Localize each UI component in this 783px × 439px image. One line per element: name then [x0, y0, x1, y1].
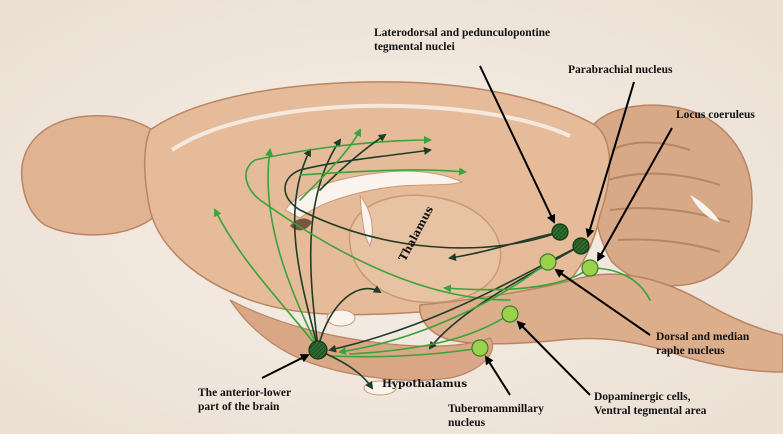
label-anterior-lower-line2: part of the brain [198, 400, 291, 414]
label-laterodorsal-line1: Laterodorsal and pedunculopontine [374, 26, 550, 40]
label-laterodorsal-line2: tegmental nuclei [374, 40, 550, 54]
label-dopaminergic: Dopaminergic cells, Ventral tegmental ar… [594, 390, 706, 418]
label-parabrachial: Parabrachial nucleus [568, 63, 672, 77]
label-locus-coeruleus: Locus coeruleus [676, 108, 755, 122]
label-raphe: Dorsal and median raphe nucleus [656, 330, 749, 358]
label-laterodorsal: Laterodorsal and pedunculopontine tegmen… [374, 26, 550, 54]
label-dopaminergic-line2: Ventral tegmental area [594, 404, 706, 418]
nucleus-anterior-lower [309, 341, 327, 359]
label-anterior-lower-line1: The anterior-lower [198, 386, 291, 400]
nucleus-tuberomammillary [472, 340, 488, 356]
label-anterior-lower: The anterior-lower part of the brain [198, 386, 291, 414]
nucleus-laterodorsal [552, 224, 568, 240]
nucleus-parabrachial [573, 238, 589, 254]
label-tuberomammillary-line1: Tuberomammillary [448, 402, 544, 416]
label-dopaminergic-line1: Dopaminergic cells, [594, 390, 706, 404]
nucleus-raphe [540, 254, 556, 270]
label-tuberomammillary: Tuberomammillary nucleus [448, 402, 544, 430]
label-hypothalamus: Hypothalamus [382, 378, 467, 390]
label-raphe-line2: raphe nucleus [656, 344, 749, 358]
label-raphe-line1: Dorsal and median [656, 330, 749, 344]
nucleus-locus-coeruleus [582, 260, 598, 276]
label-tuberomammillary-line2: nucleus [448, 416, 544, 430]
nucleus-vta [502, 306, 518, 322]
